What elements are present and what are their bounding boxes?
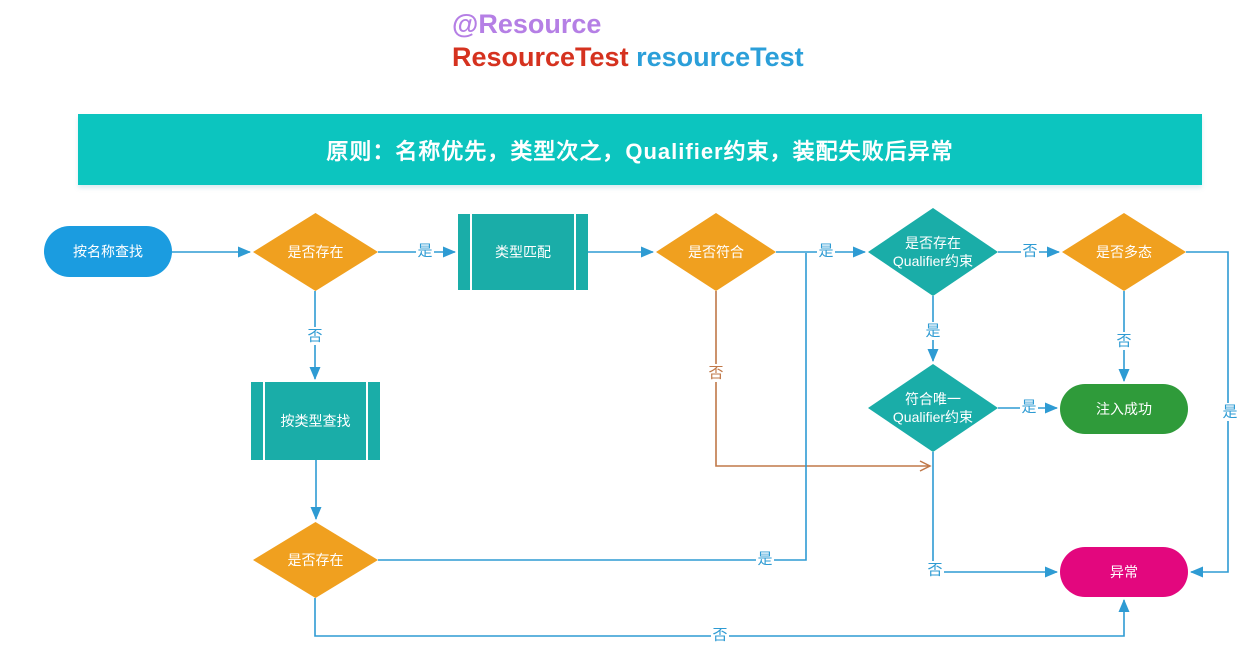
svg-text:是: 是 [818,243,833,260]
edge-label-qualifier-yes: 是 [924,322,942,340]
edge-label-exists1-yes: 是 [416,242,434,260]
edge-label-poly-yes: 是 [1221,403,1239,421]
principle-banner-text: 原则：名称优先，类型次之，Qualifier约束，装配失败后异常 [326,138,954,164]
svg-text:否: 否 [927,562,942,579]
class-name-text: ResourceTest [452,42,629,72]
node-exists-by-type: 是否存在 [253,522,378,598]
svg-text:是否存在: 是否存在 [288,244,344,260]
edge-exists2-yes [378,253,807,561]
node-exception: 异常 [1060,547,1188,597]
code-header: @Resource ResourceTest resourceTest [452,8,804,74]
node-find-by-name: 按名称查找 [44,226,172,277]
edge-label-unique-no: 否 [926,561,944,579]
edge-label-exists2-no: 否 [711,626,729,644]
edge-label-exists2-yes: 是 [756,550,774,568]
svg-text:是: 是 [925,323,940,340]
svg-text:是否符合: 是否符合 [688,244,744,260]
node-inject-success: 注入成功 [1060,384,1188,434]
svg-text:否: 否 [1116,333,1131,350]
svg-text:否: 否 [307,328,322,345]
svg-text:注入成功: 注入成功 [1096,401,1152,417]
svg-text:是: 是 [1222,404,1237,421]
edge-label-conform-yes: 是 [817,242,835,260]
edge-label-conform-no: 否 [707,364,725,382]
svg-text:是否存在: 是否存在 [288,552,344,568]
edge-label-qualifier-no: 否 [1021,242,1039,260]
node-is-conform: 是否符合 [656,213,776,291]
node-exists-by-name: 是否存在 [253,213,378,291]
svg-text:是否多态: 是否多态 [1096,244,1152,260]
svg-text:是: 是 [757,551,772,568]
node-type-match: 类型匹配 [458,214,588,290]
edge-unique-no [932,452,1058,578]
svg-text:按名称查找: 按名称查找 [73,244,143,260]
edge-label-exists1-no: 否 [306,327,324,345]
svg-text:是: 是 [1021,399,1036,416]
node-is-polymorphic: 是否多态 [1062,213,1186,291]
svg-text:类型匹配: 类型匹配 [495,244,551,260]
svg-text:是: 是 [417,243,432,260]
svg-text:异常: 异常 [1110,564,1138,580]
svg-text:否: 否 [712,627,727,644]
principle-banner: 原则：名称优先，类型次之，Qualifier约束，装配失败后异常 [78,114,1202,185]
svg-text:否: 否 [1022,243,1037,260]
svg-text:按类型查找: 按类型查找 [281,413,351,429]
edge-label-poly-no: 否 [1115,332,1133,350]
edge-labels-layer: 是否是否是是否是否否是否 [306,242,1239,644]
field-name-text: resourceTest [636,42,804,72]
annotation-text: @Resource [452,9,602,39]
node-find-by-type: 按类型查找 [251,382,380,460]
edge-label-unique-yes: 是 [1020,398,1038,416]
edge-conform-no [715,291,932,472]
svg-text:否: 否 [708,365,723,382]
code-line: ResourceTest resourceTest [452,41,804,74]
